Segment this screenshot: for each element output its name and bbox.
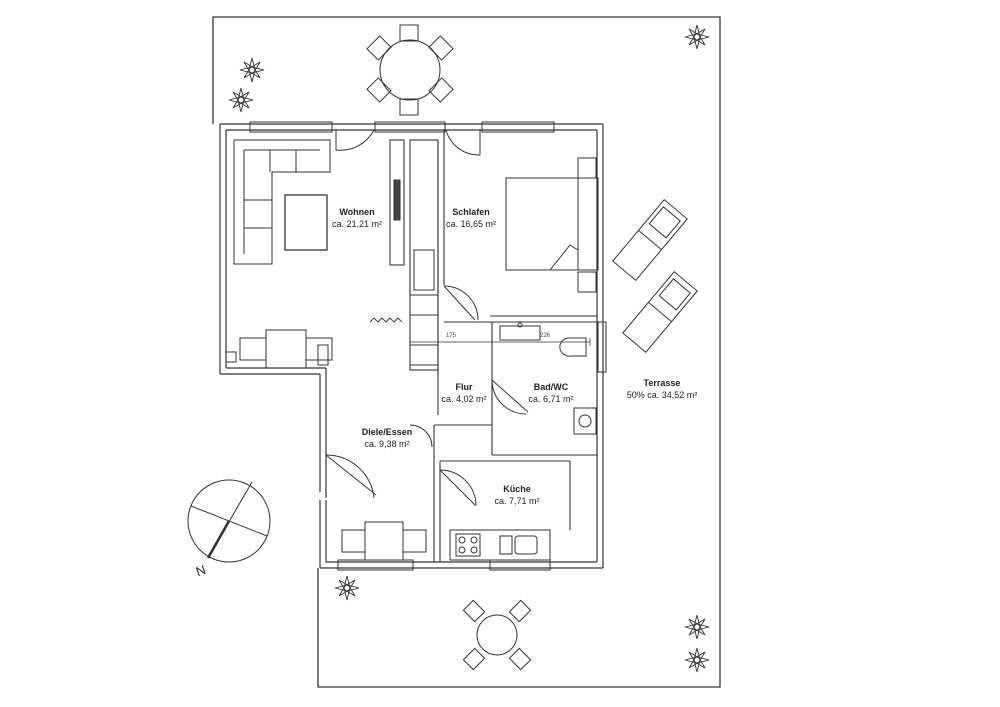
room-label-wohnen: Wohnen ca. 21,21 m² xyxy=(332,206,382,230)
compass-icon xyxy=(187,479,271,563)
kitchen-counter xyxy=(449,529,551,561)
coffee-table xyxy=(284,194,328,251)
room-area: 50% ca. 34,52 m² xyxy=(626,390,698,400)
sun-lounger-1 xyxy=(612,199,688,281)
room-area: ca. 16,65 m² xyxy=(445,219,497,229)
bed xyxy=(505,157,599,293)
room-label-terrasse: Terrasse 50% ca. 34,52 m² xyxy=(627,377,698,401)
room-label-diele: Diele/Essen ca. 9,38 m² xyxy=(362,426,413,450)
room-label-bad: Bad/WC ca. 6,71 m² xyxy=(528,381,573,405)
room-area: ca. 9,38 m² xyxy=(364,439,410,449)
room-label-kueche: Küche ca. 7,71 m² xyxy=(494,483,539,507)
sofa xyxy=(233,139,331,265)
terrace-table-top xyxy=(366,24,454,116)
room-area: ca. 21,21 m² xyxy=(331,219,383,229)
plants xyxy=(228,24,710,673)
dining-table-diele xyxy=(341,521,427,561)
wardrobe xyxy=(409,249,439,366)
room-name: Terrasse xyxy=(643,378,681,388)
tv-stand xyxy=(393,179,401,221)
door-swings xyxy=(325,129,529,507)
terrace-outline xyxy=(212,16,721,688)
room-name: Schlafen xyxy=(452,207,490,217)
room-name: Bad/WC xyxy=(533,382,569,392)
dimension-flur: 175 xyxy=(445,333,457,339)
room-area: ca. 7,71 m² xyxy=(494,496,540,506)
room-name: Küche xyxy=(503,484,531,494)
windows xyxy=(249,121,607,571)
dimension-bad: 226 xyxy=(539,333,551,339)
room-name: Diele/Essen xyxy=(361,427,413,437)
bath-fixtures xyxy=(499,322,597,435)
room-name: Wohnen xyxy=(339,207,375,217)
room-area: ca. 6,71 m² xyxy=(528,394,574,404)
room-label-schlafen: Schlafen ca. 16,65 m² xyxy=(446,206,496,230)
interior-walls xyxy=(389,130,603,562)
room-name: Flur xyxy=(455,382,473,392)
dining-table-wohnen xyxy=(225,329,333,369)
exterior-walls xyxy=(219,123,604,569)
terrace-table-bottom xyxy=(462,599,532,671)
sun-lounger-2 xyxy=(622,271,698,353)
curtain-marker xyxy=(369,317,403,323)
room-label-flur: Flur ca. 4,02 m² xyxy=(441,381,486,405)
room-area: ca. 4,02 m² xyxy=(441,394,487,404)
